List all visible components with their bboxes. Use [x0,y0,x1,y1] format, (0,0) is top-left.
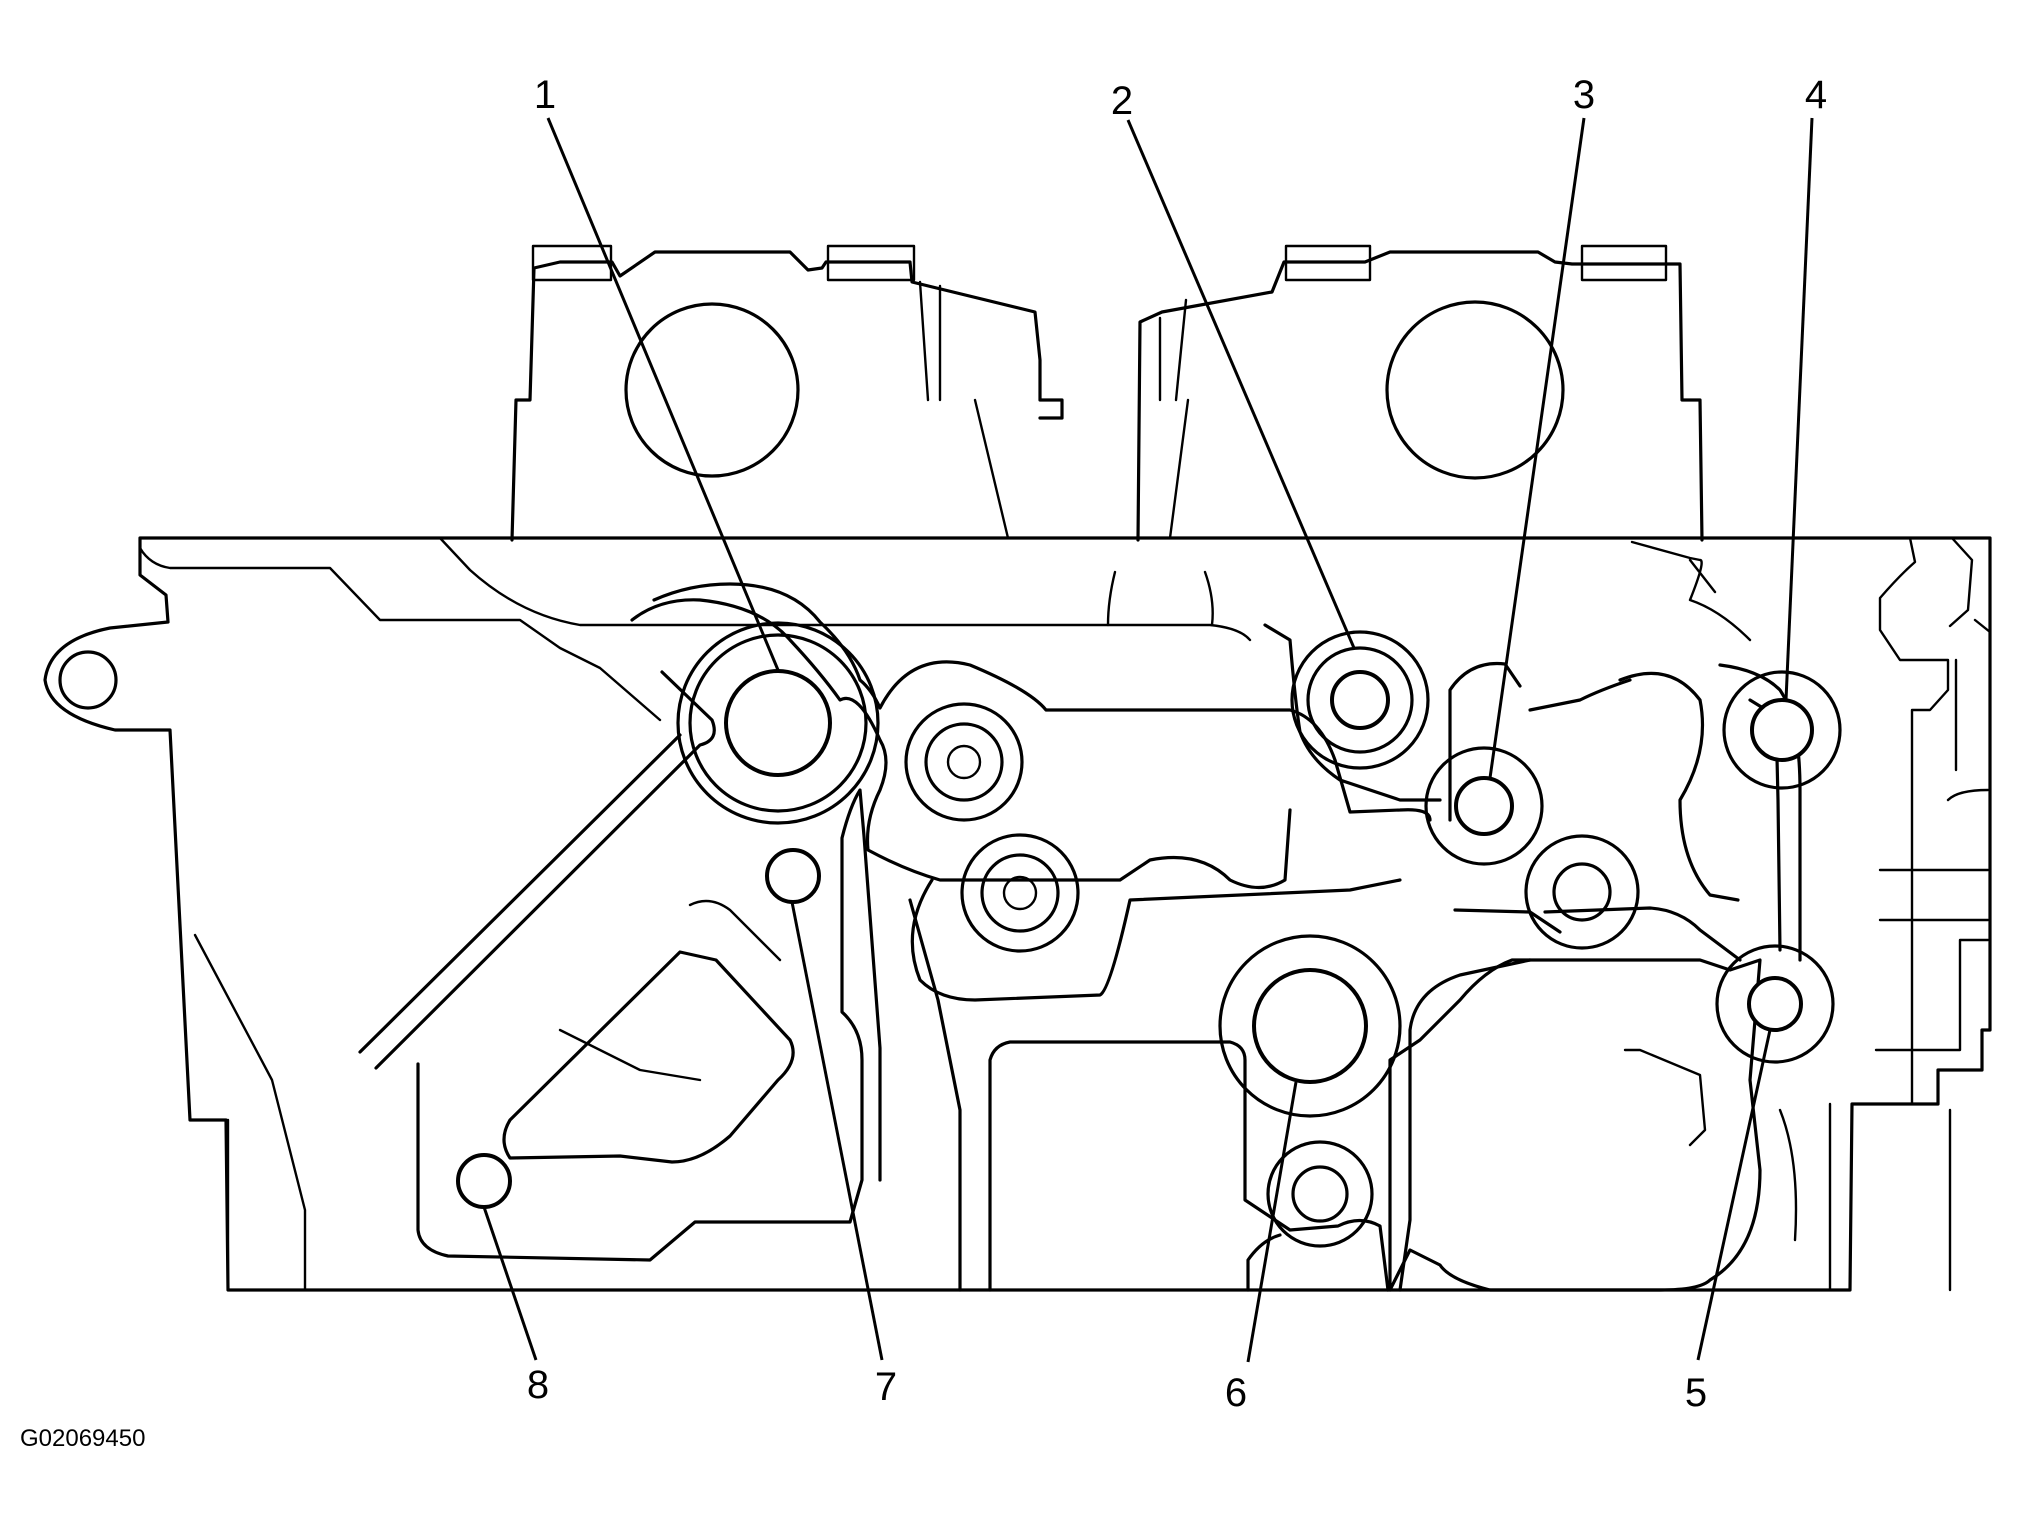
bolt-hole-1 [724,669,832,777]
leader-4 [1784,117,1814,701]
leader-6 [1246,1081,1298,1363]
callout-6: 6 [1225,1371,1247,1415]
water-jacket-channels [358,582,1952,1292]
figure-id: G02069450 [20,1425,145,1452]
leader-1 [546,117,780,671]
leader-2 [1126,119,1356,649]
bolt-hole-8 [456,1153,512,1209]
leader-8 [482,1206,538,1361]
leader-3 [1488,117,1586,779]
leader-5 [1696,1029,1772,1361]
bolt-hole-7 [765,848,821,904]
callout-2: 2 [1111,79,1133,123]
callout-3: 3 [1573,73,1595,117]
callout-1: 1 [534,73,556,117]
callout-7: 7 [875,1365,897,1409]
bolt-hole-2 [1330,670,1390,730]
bolt-hole-6 [1252,968,1368,1084]
callout-leaders [482,117,1814,1363]
bolt-hole-4 [1750,698,1814,762]
bolt-hole-3 [1454,776,1514,836]
bolt-bosses [456,621,1842,1248]
callout-labels: 1 2 3 4 5 6 7 8 [527,73,1827,1415]
cylinder-head-outline [43,536,1992,1292]
bolt-hole-5 [1747,976,1803,1032]
camshaft-cap-left [510,244,1064,542]
callout-4: 4 [1805,73,1827,117]
callout-8: 8 [527,1363,549,1407]
callout-5: 5 [1685,1371,1707,1415]
leader-7 [790,901,884,1361]
camshaft-cap-right [1136,244,1704,542]
